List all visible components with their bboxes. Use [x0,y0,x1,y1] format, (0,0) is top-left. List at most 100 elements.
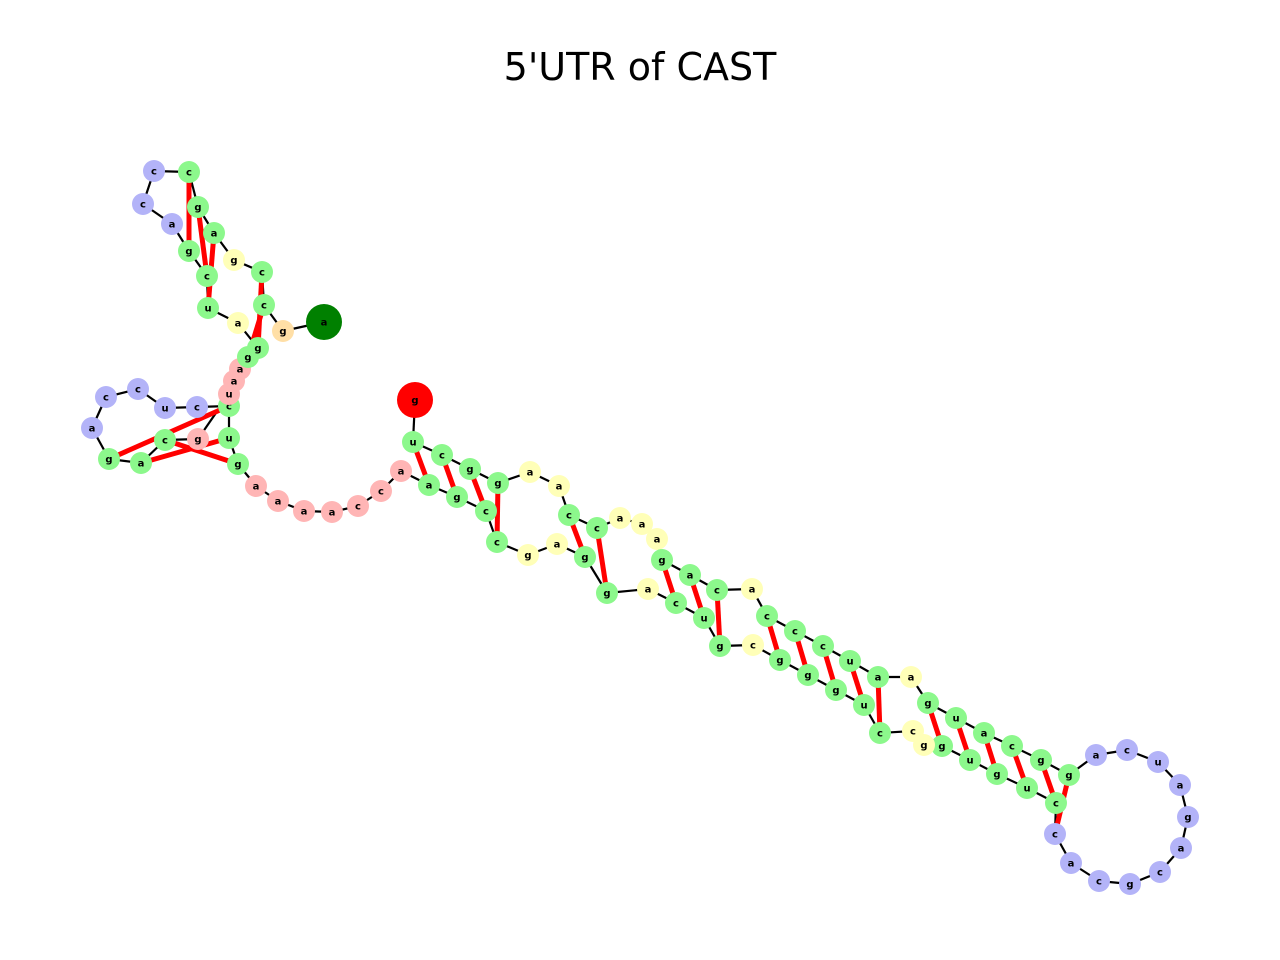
nucleotide-interior-loop: g [223,249,245,271]
nucleotide-label: a [687,571,694,582]
nucleotide-label: c [1157,868,1163,879]
nucleotide-circle [132,193,154,215]
nucleotide-stem: u [218,427,240,449]
nucleotide-stem: g [917,692,939,714]
nucleotide-label: a [138,459,145,470]
nucleotide-label: a [329,508,336,519]
nucleotide-label: a [527,468,534,479]
nucleotide-stem: g [1030,749,1052,771]
nucleotide-circle [546,533,568,555]
nucleotide-circle [679,564,701,586]
nucleotide-label: g [924,699,931,710]
nucleotide-label: g [993,770,1000,781]
nucleotide-label: c [820,642,826,653]
nucleotide-circle [397,382,433,418]
nucleotide-circle [251,261,273,283]
nucleotide-circle [418,474,440,496]
nucleotide-stem: c [756,605,778,627]
nucleotide-stem: c [251,261,273,283]
nucleotide-circle [446,486,468,508]
nucleotide-circle [1030,749,1052,771]
nucleotide-stem: u [693,607,715,629]
nucleotide-stem: g [986,763,1008,785]
nucleotide-label: c [259,268,265,279]
nucleotide-label: g [494,479,501,490]
nucleotide-circle [973,722,995,744]
nucleotide-stem: c [178,161,200,183]
nucleotide-label: u [409,438,416,449]
nucleotide-multi-loop: a [267,490,289,512]
nucleotide-stem: u [197,297,219,319]
nucleotide-hairpin-loop: c [1088,870,1110,892]
nucleotide-label: c [1096,877,1102,888]
nucleotide-label: a [237,365,244,376]
nucleotide-stem: a [203,222,225,244]
nucleotide-circle [267,490,289,512]
nucleotide-circle [431,444,453,466]
nucleotide-hairpin-loop: a [1060,852,1082,874]
nucleotide-circle [574,546,596,568]
nucleotide-interior-loop: a [548,475,570,497]
nucleotide-stem: u [945,707,967,729]
nucleotide-stem: a [867,666,889,688]
nucleotide-circle [797,664,819,686]
nucleotide-circle [227,453,249,475]
nucleotide-circle [517,544,539,566]
nucleotide-circle [227,312,249,334]
nucleotide-hairpin-loop: a [1169,774,1191,796]
nucleotide-label: a [301,507,308,518]
nucleotide-label: c [355,502,361,513]
nucleotide-label: g [1126,880,1133,891]
nucleotide-label: g [832,686,839,697]
nucleotide-circle [197,297,219,319]
base-pair-bond [140,435,230,466]
nucleotide-circle [154,397,176,419]
nucleotide-label: c [162,436,168,447]
nucleotide-circle [486,531,508,553]
nucleotide-label: u [952,714,959,725]
nucleotide-label: a [654,535,661,546]
nucleotide-label: g [105,455,112,466]
nucleotide-label: g [234,460,241,471]
nucleotide-circle [475,500,497,522]
nucleotide-label: g [1037,756,1044,767]
nucleotide-label: a [645,585,652,596]
nucleotide-label: c [877,729,883,740]
nucleotide-stem: g [797,664,819,686]
nucleotide-label: c [151,167,157,178]
nucleotide-circle [741,578,763,600]
nucleotide-circle [178,161,200,183]
nucleotide-circle [161,213,183,235]
nucleotide-hairpin-loop: a [161,213,183,235]
nucleotide-stem: g [446,486,468,508]
nucleotide-circle [95,386,117,408]
nucleotide-stem: a [679,564,701,586]
nucleotide-hairpin-loop: c [1149,861,1171,883]
nucleotide-circle [459,458,481,480]
nucleotide-stem: c [784,620,806,642]
nucleotide-circle [306,304,342,340]
nucleotide-stem: c [486,531,508,553]
nucleotide-circle [186,396,208,418]
nucleotide-circle [370,480,392,502]
nucleotide-circle [959,749,981,771]
nucleotide-circle [253,294,275,316]
nucleotide-label: g [230,256,237,267]
nucleotide-label: a [211,229,218,240]
nucleotide-circle [1116,739,1138,761]
nucleotide-stem: c [869,722,891,744]
nucleotide-circle [1170,837,1192,859]
nucleotide-label: a [617,514,624,525]
nucleotide-label: u [1023,784,1030,795]
nucleotide-five-prime: g [397,382,433,418]
nucleotide-stem: c [665,592,687,614]
nucleotide-label: g [185,247,192,258]
nucleotide-label: c [792,627,798,638]
nucleotide-circle [869,722,891,744]
nucleotide-circle [769,649,791,671]
nucleotide-circle [143,160,165,182]
nucleotide-label: c [140,200,146,211]
nucleotide-label: c [714,586,720,597]
nucleotide-label: g [411,396,418,407]
nucleotide-multi-loop: a [245,475,267,497]
